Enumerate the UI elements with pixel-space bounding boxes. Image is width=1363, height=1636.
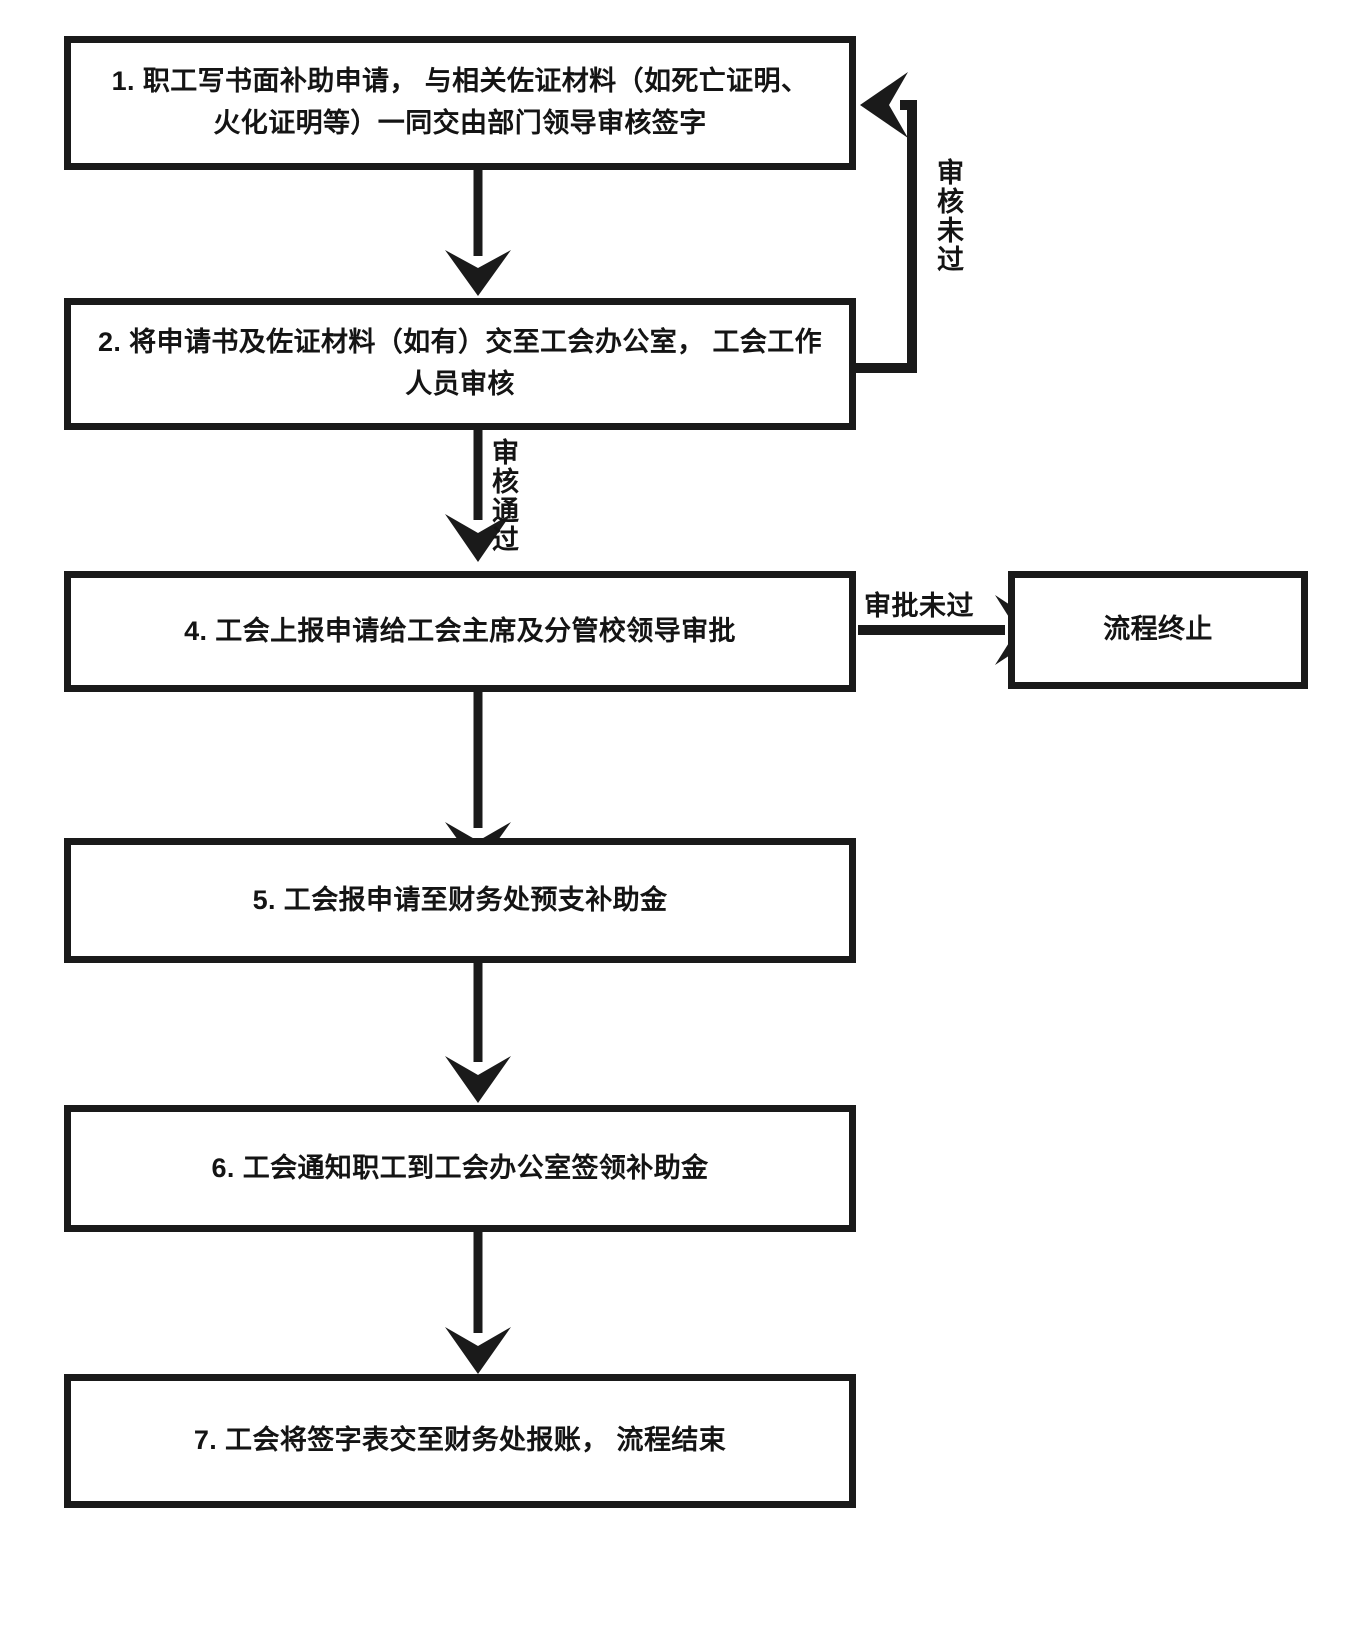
connector-step1-step2 (445, 170, 511, 296)
node-step-6[interactable]: 6. 工会通知职工到工会办公室签领补助金 (64, 1105, 856, 1232)
edge-label-review-passed: 审核通过 (488, 438, 518, 554)
node-step-4[interactable]: 4. 工会上报申请给工会主席及分管校领导审批 (64, 571, 856, 692)
node-step-6-label: 6. 工会通知职工到工会办公室签领补助金 (211, 1152, 709, 1183)
node-step-2[interactable]: 2. 将申请书及佐证材料（如有）交至工会办公室， 工会工作 人员审核 (64, 298, 856, 430)
node-step-5[interactable]: 5. 工会报申请至财务处预支补助金 (64, 838, 856, 963)
connector-step5-step6 (445, 963, 511, 1103)
node-process-terminated-label: 流程终止 (1103, 614, 1213, 645)
node-step-4-label: 4. 工会上报申请给工会主席及分管校领导审批 (184, 615, 736, 646)
edge-label-approval-failed: 审批未过 (864, 591, 974, 621)
node-process-terminated[interactable]: 流程终止 (1008, 571, 1308, 689)
connector-step2-step4 (445, 430, 511, 562)
connector-feedback-loop (856, 72, 917, 373)
node-step-1-label: 1. 职工写书面补助申请， 与相关佐证材料（如死亡证明、 火化证明等）一同交由部… (111, 66, 809, 138)
node-step-7-label: 7. 工会将签字表交至财务处报账， 流程结束 (193, 1425, 727, 1456)
node-step-7[interactable]: 7. 工会将签字表交至财务处报账， 流程结束 (64, 1374, 856, 1508)
node-step-1[interactable]: 1. 职工写书面补助申请， 与相关佐证材料（如死亡证明、 火化证明等）一同交由部… (64, 36, 856, 170)
edge-label-review-failed: 审核未过 (933, 158, 963, 274)
node-step-2-label: 2. 将申请书及佐证材料（如有）交至工会办公室， 工会工作 人员审核 (97, 327, 823, 399)
node-step-5-label: 5. 工会报申请至财务处预支补助金 (252, 884, 668, 915)
connector-step6-step7 (445, 1232, 511, 1374)
